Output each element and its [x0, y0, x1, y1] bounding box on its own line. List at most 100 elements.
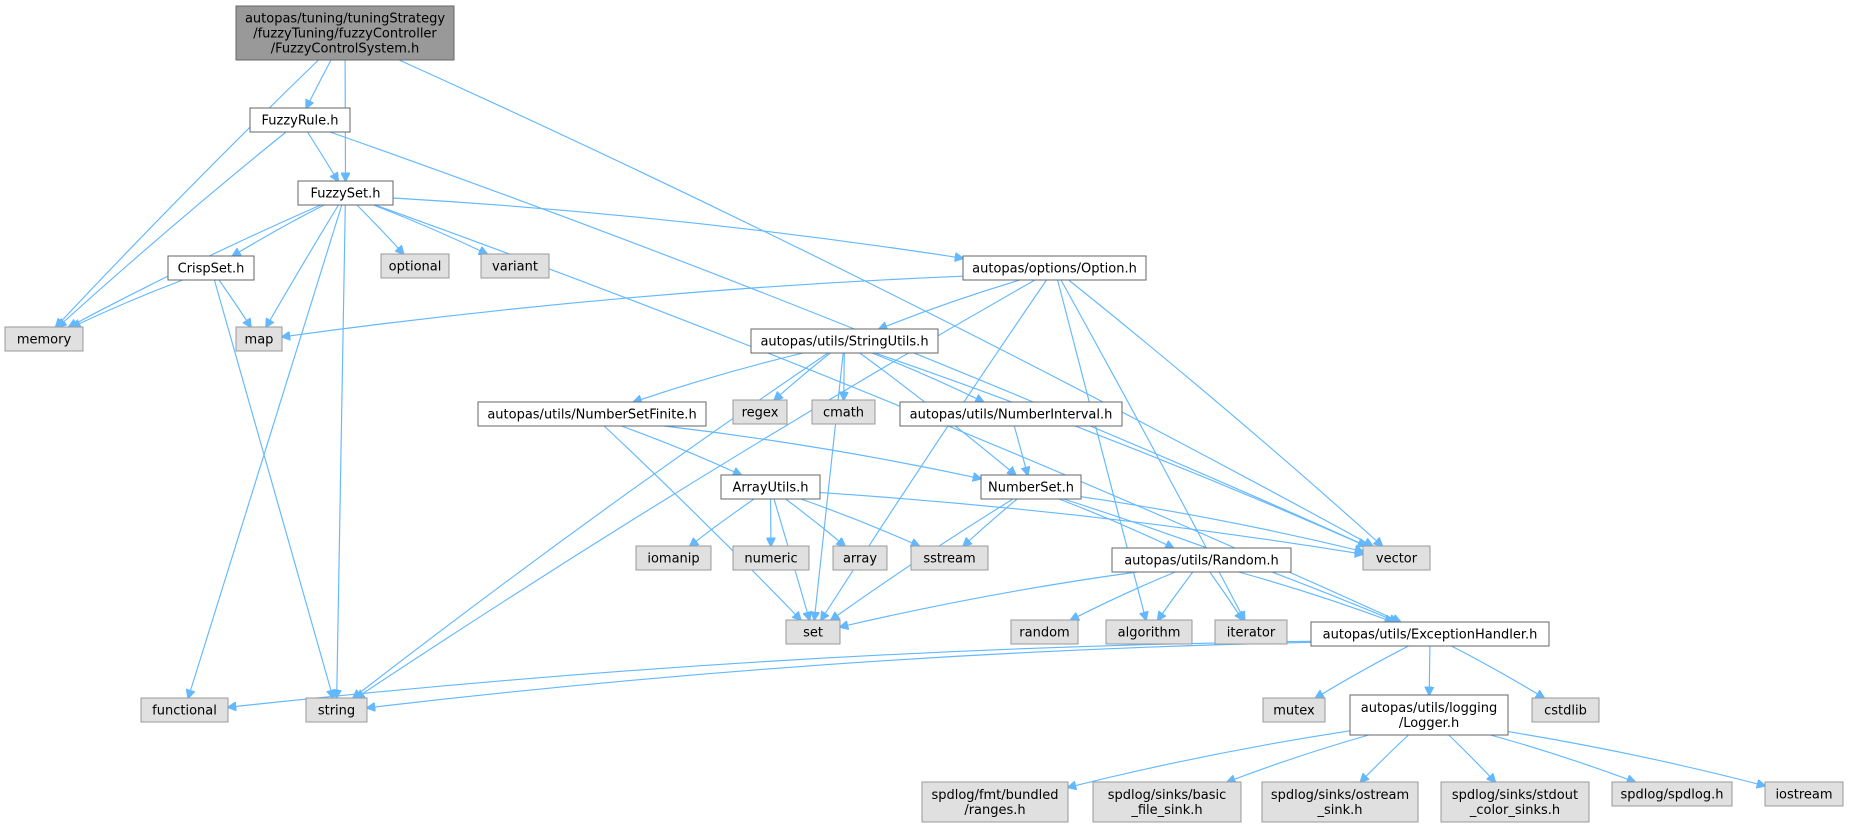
edge-stringutils-to-set	[814, 352, 844, 620]
node-box	[1310, 621, 1550, 647]
node-numeric: numeric	[732, 545, 810, 571]
node-box	[1440, 781, 1590, 823]
node-box	[750, 328, 939, 354]
node-label: map	[245, 333, 274, 348]
node-label: iomanip	[647, 552, 699, 567]
node-box	[1611, 781, 1733, 807]
node-iostream: iostream	[1764, 781, 1844, 807]
edge-crispset-to-memory	[72, 279, 184, 327]
node-iterator: iterator	[1214, 619, 1288, 645]
node-box	[785, 619, 841, 645]
edge-option-to-vector	[1068, 279, 1383, 546]
node-label: spdlog/spdlog.h	[1621, 788, 1724, 803]
node-box	[477, 401, 707, 427]
node-label: variant	[492, 260, 538, 275]
node-box	[899, 401, 1123, 427]
node-numberset[interactable]: NumberSet.h	[980, 474, 1082, 500]
node-exceptionhandler[interactable]: autopas/utils/ExceptionHandler.h	[1310, 621, 1550, 647]
node-box	[235, 5, 455, 61]
node-fcs[interactable]: autopas/tuning/tuningStrategy/fuzzyTunin…	[235, 5, 455, 61]
node-cmath: cmath	[811, 399, 876, 425]
node-crispset[interactable]: CrispSet.h	[167, 255, 255, 281]
edge-logger-to-stdout	[1448, 734, 1495, 782]
edge-fuzzyrule-to-vector	[329, 131, 1367, 546]
edge-option-to-algorithm	[1057, 279, 1146, 620]
edge-crispset-to-map	[218, 279, 251, 327]
node-sstream: sstream	[910, 545, 989, 571]
node-box	[1531, 697, 1600, 723]
node-label: autopas/utils/ExceptionHandler.h	[1323, 628, 1538, 643]
edge-logger-to-basicfile	[1227, 734, 1369, 782]
node-string: string	[305, 697, 368, 723]
node-algorithm: algorithm	[1105, 619, 1193, 645]
node-label: mutex	[1273, 704, 1315, 719]
edge-random-to-set	[840, 571, 1137, 627]
node-label: memory	[17, 333, 72, 348]
node-box	[732, 399, 788, 425]
edge-random-to-exceptionhandler	[1238, 571, 1393, 622]
node-array: array	[832, 545, 888, 571]
node-label: spdlog/sinks/ostream	[1271, 788, 1409, 803]
node-option[interactable]: autopas/options/Option.h	[962, 255, 1147, 281]
edge-fuzzyrule-to-fuzzyset	[307, 131, 339, 181]
node-label: cmath	[823, 406, 864, 421]
node-optional: optional	[380, 253, 450, 279]
edge-option-to-map	[282, 275, 964, 337]
node-label: sstream	[923, 552, 975, 567]
node-map: map	[235, 326, 283, 352]
edge-arrayutils-to-vector	[819, 492, 1363, 555]
node-memory: memory	[4, 326, 84, 352]
node-label: iterator	[1227, 626, 1276, 641]
edge-fuzzyset-to-string	[337, 204, 346, 698]
node-box	[1111, 547, 1292, 573]
edge-numbersetfinite-to-arrayutils	[621, 425, 741, 475]
node-label: spdlog/sinks/basic	[1108, 788, 1227, 803]
edge-stringutils-to-cmath	[844, 352, 845, 400]
node-box	[235, 326, 283, 352]
edge-logger-to-iostream	[1507, 731, 1765, 786]
node-box	[167, 255, 255, 281]
node-label: random	[1019, 626, 1069, 641]
edge-arrayutils-to-sstream	[800, 498, 919, 546]
node-label: FuzzyRule.h	[261, 114, 338, 129]
node-box	[140, 697, 229, 723]
node-numbersetfinite[interactable]: autopas/utils/NumberSetFinite.h	[477, 401, 707, 427]
node-logger[interactable]: autopas/utils/logging/Logger.h	[1349, 694, 1509, 736]
edge-exceptionhandler-to-logger	[1429, 645, 1430, 695]
node-stringutils[interactable]: autopas/utils/StringUtils.h	[750, 328, 939, 354]
edge-fuzzyset-to-option	[392, 197, 963, 258]
node-random[interactable]: autopas/utils/Random.h	[1111, 547, 1292, 573]
node-fuzzyset[interactable]: FuzzySet.h	[297, 180, 394, 206]
node-label: spdlog/fmt/bundled	[931, 788, 1058, 803]
node-box	[921, 781, 1069, 823]
edge-fuzzyset-to-map	[266, 204, 339, 327]
node-box	[962, 255, 1147, 281]
node-label: iostream	[1775, 788, 1832, 803]
edge-fuzzyset-to-functional	[188, 204, 343, 698]
edge-numberinterval-to-numberset	[1013, 425, 1027, 475]
node-label: autopas/utils/NumberInterval.h	[910, 408, 1113, 423]
node-label: autopas/utils/Random.h	[1124, 554, 1279, 569]
node-mutex: mutex	[1262, 697, 1326, 723]
node-label: autopas/utils/NumberSetFinite.h	[487, 408, 696, 423]
node-box	[1010, 619, 1079, 645]
node-box	[305, 697, 368, 723]
node-numberinterval[interactable]: autopas/utils/NumberInterval.h	[899, 401, 1123, 427]
node-fuzzyrule[interactable]: FuzzyRule.h	[249, 107, 351, 133]
node-box	[1214, 619, 1288, 645]
node-box	[297, 180, 394, 206]
node-label: FuzzySet.h	[310, 187, 380, 202]
edge-layer	[56, 59, 1765, 787]
edge-exceptionhandler-to-cstdlib	[1451, 645, 1544, 698]
node-iomanip: iomanip	[635, 545, 712, 571]
node-box	[811, 399, 876, 425]
edge-fcs-to-vector	[398, 59, 1372, 546]
edge-numberset-to-sstream	[963, 498, 1018, 546]
edge-stringutils-to-regex	[774, 352, 831, 400]
node-arrayutils[interactable]: ArrayUtils.h	[720, 474, 821, 500]
edge-arrayutils-to-iomanip	[690, 498, 755, 546]
node-box	[720, 474, 821, 500]
node-label: autopas/utils/logging	[1361, 701, 1498, 716]
edge-exceptionhandler-to-string	[367, 641, 1312, 708]
